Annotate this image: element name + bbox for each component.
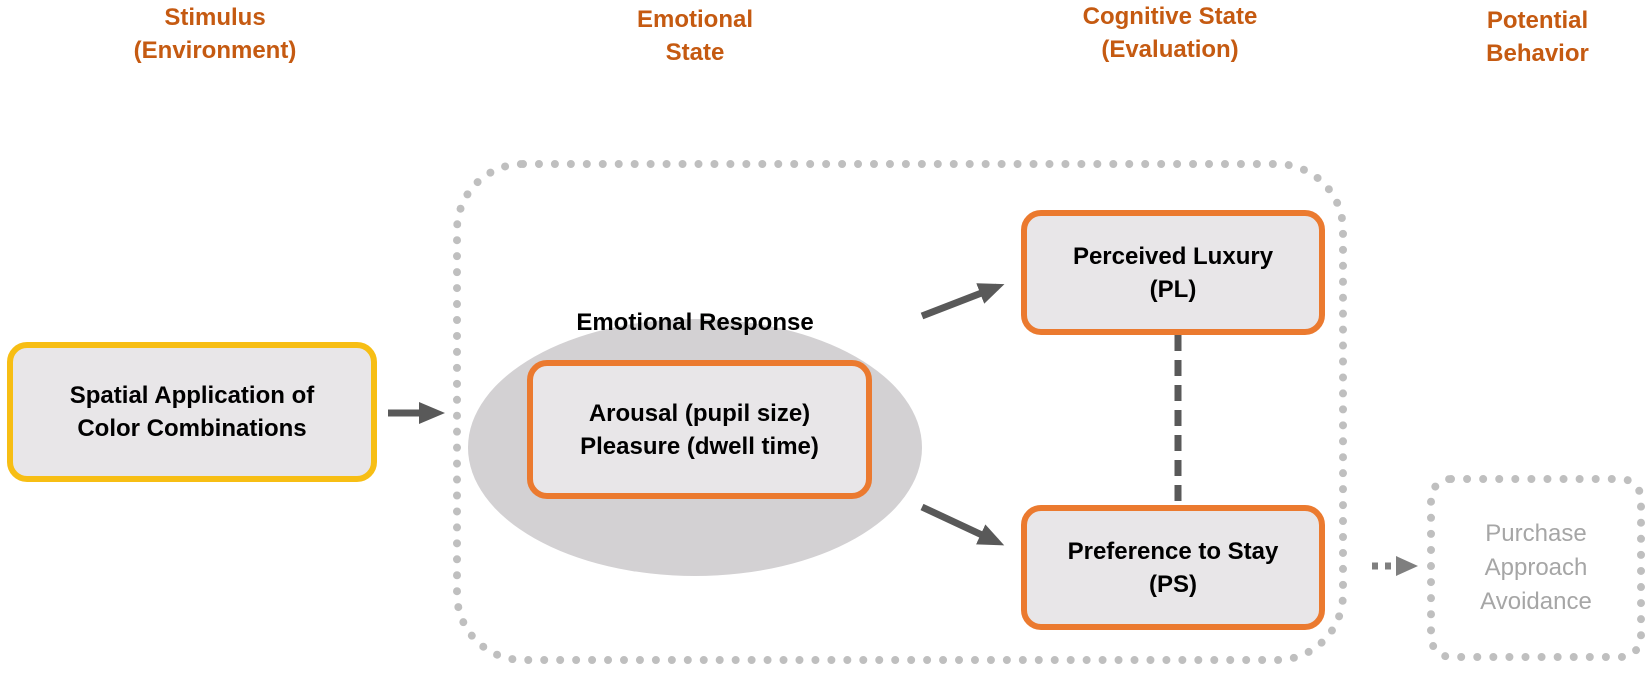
arousal-line: Arousal (pupil size) xyxy=(588,399,811,427)
stimulus-line2: Color Combinations xyxy=(77,415,307,442)
header-stimulus-line2: (Environment) xyxy=(133,37,297,64)
header-emotional-line2: State xyxy=(665,39,725,66)
preference-line2: (PS) xyxy=(1149,570,1197,598)
approach-label: Approach xyxy=(1484,554,1588,581)
stimulus-line1: Spatial Application of xyxy=(69,382,315,409)
avoidance-label: Avoidance xyxy=(1480,588,1592,615)
preference-line1: Preference to Stay xyxy=(1067,537,1279,565)
emotional-cognitive-group xyxy=(453,160,1347,664)
purchase-label: Purchase xyxy=(1485,520,1587,547)
perceived-luxury-box: Perceived Luxury (PL) xyxy=(1021,210,1325,335)
preference-to-stay-box: Preference to Stay (PS) xyxy=(1021,505,1325,630)
emotion-to-preference-arrow xyxy=(920,503,1005,546)
header-stimulus-line1: Stimulus xyxy=(164,4,266,31)
potential-behavior-box: Purchase Approach Avoidance xyxy=(1427,475,1645,661)
perceived-luxury-line2: (PL) xyxy=(1149,275,1197,303)
header-emotional-line1: Emotional xyxy=(636,6,753,33)
header-stimulus: Stimulus (Environment) xyxy=(100,1,330,67)
emotional-response-title: Emotional Response xyxy=(576,309,814,336)
stimulus-box: Spatial Application of Color Combination… xyxy=(7,342,377,482)
header-cognitive-line1: Cognitive State xyxy=(1082,3,1258,30)
perceived-luxury-line1: Perceived Luxury xyxy=(1072,242,1274,270)
arousal-pleasure-box: Arousal (pupil size) Pleasure (dwell tim… xyxy=(527,360,872,499)
header-emotional-state: Emotional State xyxy=(580,3,810,69)
header-behavior-line1: Potential xyxy=(1486,7,1589,34)
header-cognitive-line2: (Evaluation) xyxy=(1101,36,1239,63)
header-cognitive-state: Cognitive State (Evaluation) xyxy=(1040,0,1300,66)
emotion-to-luxury-arrow xyxy=(920,283,1005,320)
pleasure-line: Pleasure (dwell time) xyxy=(580,432,819,460)
header-potential-behavior: Potential Behavior xyxy=(1430,4,1645,70)
header-behavior-line2: Behavior xyxy=(1486,40,1589,67)
